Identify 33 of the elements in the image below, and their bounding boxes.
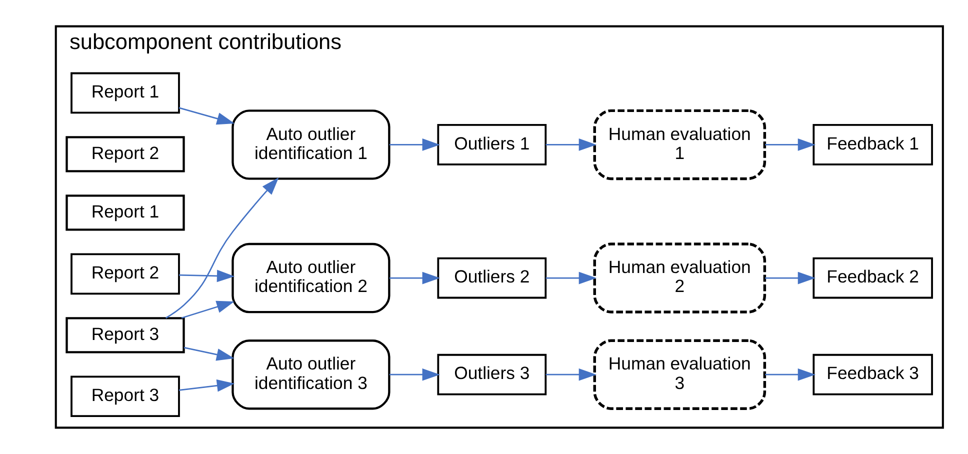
node-box: Report 1 xyxy=(70,72,180,114)
arrow xyxy=(765,368,816,381)
node-box: Report 3 xyxy=(66,317,185,354)
node-box: Auto outlier identification 3 xyxy=(232,340,390,410)
node-box: Outliers 1 xyxy=(437,124,547,166)
node-box: Feedback 3 xyxy=(812,354,933,396)
node-box: Auto outlier identification 2 xyxy=(232,242,390,314)
arrow xyxy=(389,272,440,284)
node-box: Outliers 2 xyxy=(437,257,547,299)
arrow xyxy=(178,107,235,125)
arrow xyxy=(765,272,816,284)
node-box: Auto outlier identification 1 xyxy=(232,110,390,180)
arrow xyxy=(181,300,234,319)
node-box: Human evaluation 3 xyxy=(593,339,766,410)
node-box: Feedback 2 xyxy=(812,257,933,299)
arrow xyxy=(165,177,279,319)
node-box: Report 3 xyxy=(70,376,180,418)
node-box: Outliers 3 xyxy=(437,354,547,396)
arrow xyxy=(179,270,235,282)
arrow xyxy=(389,138,440,151)
node-box: Report 2 xyxy=(66,136,185,172)
arrow xyxy=(184,346,234,361)
node-box: Report 1 xyxy=(66,194,185,231)
arrow xyxy=(546,138,597,151)
arrow xyxy=(389,368,440,381)
node-box: Feedback 1 xyxy=(812,124,933,166)
arrow xyxy=(546,272,597,284)
node-box: Report 2 xyxy=(70,253,180,295)
arrow xyxy=(178,379,235,392)
arrow xyxy=(765,138,816,151)
node-box: Human evaluation 1 xyxy=(593,109,766,180)
node-box: Human evaluation 2 xyxy=(593,242,766,314)
arrow xyxy=(546,368,597,381)
